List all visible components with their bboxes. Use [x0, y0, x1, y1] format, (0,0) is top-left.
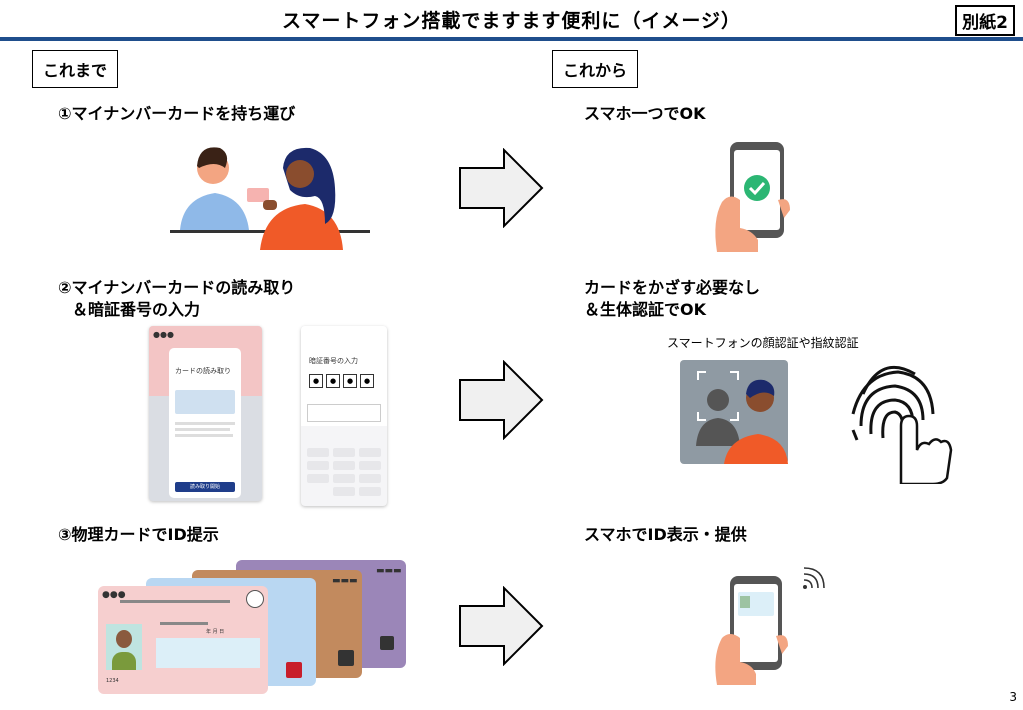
hand-holding-phone: [715, 634, 756, 685]
wireless-signal-icon: [803, 567, 825, 589]
pin-boxes: ● ● ● ●: [309, 374, 374, 388]
hand-holding-phone: [715, 196, 758, 252]
card-read-title: カードの読み取り: [175, 367, 231, 375]
phone-check-illustration: [715, 142, 790, 252]
finger-hand-icon: [899, 414, 953, 484]
page-number: 3: [1009, 690, 1017, 704]
row2-after-heading-line1: カードをかざす必要なし: [584, 278, 761, 297]
card-date-label: 年 月 日: [206, 629, 225, 635]
row2-before-heading-line1: ②マイナンバーカードの読み取り: [58, 278, 296, 297]
user-body: [724, 434, 788, 464]
fingerprint-illustration: [851, 365, 953, 484]
fingerprint-icon: [851, 365, 935, 441]
card-photo: [106, 624, 142, 670]
face-frame: [697, 371, 739, 421]
person-right-hand: [263, 200, 277, 210]
card-read-graphic: [175, 390, 235, 414]
arrow-right-icon-row1: [459, 148, 544, 228]
people-illustration: [170, 147, 370, 250]
card-dots: ●●●: [153, 330, 174, 339]
biometric-caption: スマートフォンの顔認証や指紋認証: [667, 336, 859, 350]
row1-after-heading: スマホ一つでOK: [584, 104, 706, 123]
row2-before-heading-line2: ＆暗証番号の入力: [72, 300, 201, 319]
title-divider: [0, 37, 1023, 41]
person-right-head: [286, 160, 314, 188]
person-left-body: [180, 193, 249, 230]
row3-after-heading: スマホでID表示・提供: [584, 525, 747, 544]
face-silhouette-body: [696, 418, 740, 446]
my-number-card: ●●● 年 月 日 1234: [98, 586, 268, 694]
arrow-right-icon-row3: [459, 586, 544, 666]
card-number-fragment: 1234: [106, 678, 119, 684]
row3-before-heading: ③物理カードでID提示: [58, 525, 219, 544]
before-column-label: これまで: [32, 50, 119, 88]
phone-id-illustration: [715, 567, 825, 685]
thumb: [776, 635, 788, 654]
face-silhouette-head: [707, 389, 729, 411]
pin-title: 暗証番号の入力: [309, 357, 358, 365]
arrow-right-icon-row2: [459, 360, 544, 440]
start-reading-button: 読み取り開始: [175, 482, 235, 492]
person-left-hair: [197, 147, 228, 168]
card-emblem-icon: [246, 590, 264, 608]
pin-entry-screenshot: 暗証番号の入力 ● ● ● ●: [301, 326, 387, 506]
card-reading-screenshot: ●●● カードの読み取り 読み取り開始: [149, 326, 262, 501]
physical-cards-illustration: ▬▬▬ ▬▬▬ ●●● 年 月 日 1234: [98, 560, 410, 694]
user-hair: [746, 379, 775, 398]
person-right-body: [260, 204, 343, 250]
face-auth-illustration: [680, 360, 788, 464]
numeric-keypad: [305, 444, 383, 496]
after-column-label: これから: [552, 50, 639, 88]
attachment-badge: 別紙2: [955, 5, 1015, 36]
card-in-hand: [247, 188, 269, 202]
row2-after-heading-line2: ＆生体認証でOK: [584, 300, 707, 319]
check-circle-icon: [744, 175, 770, 201]
page-title: スマートフォン搭載でますます便利に（イメージ）: [281, 10, 742, 32]
row1-before-heading: ①マイナンバーカードを持ち運び: [58, 104, 296, 123]
thumb: [778, 199, 790, 218]
